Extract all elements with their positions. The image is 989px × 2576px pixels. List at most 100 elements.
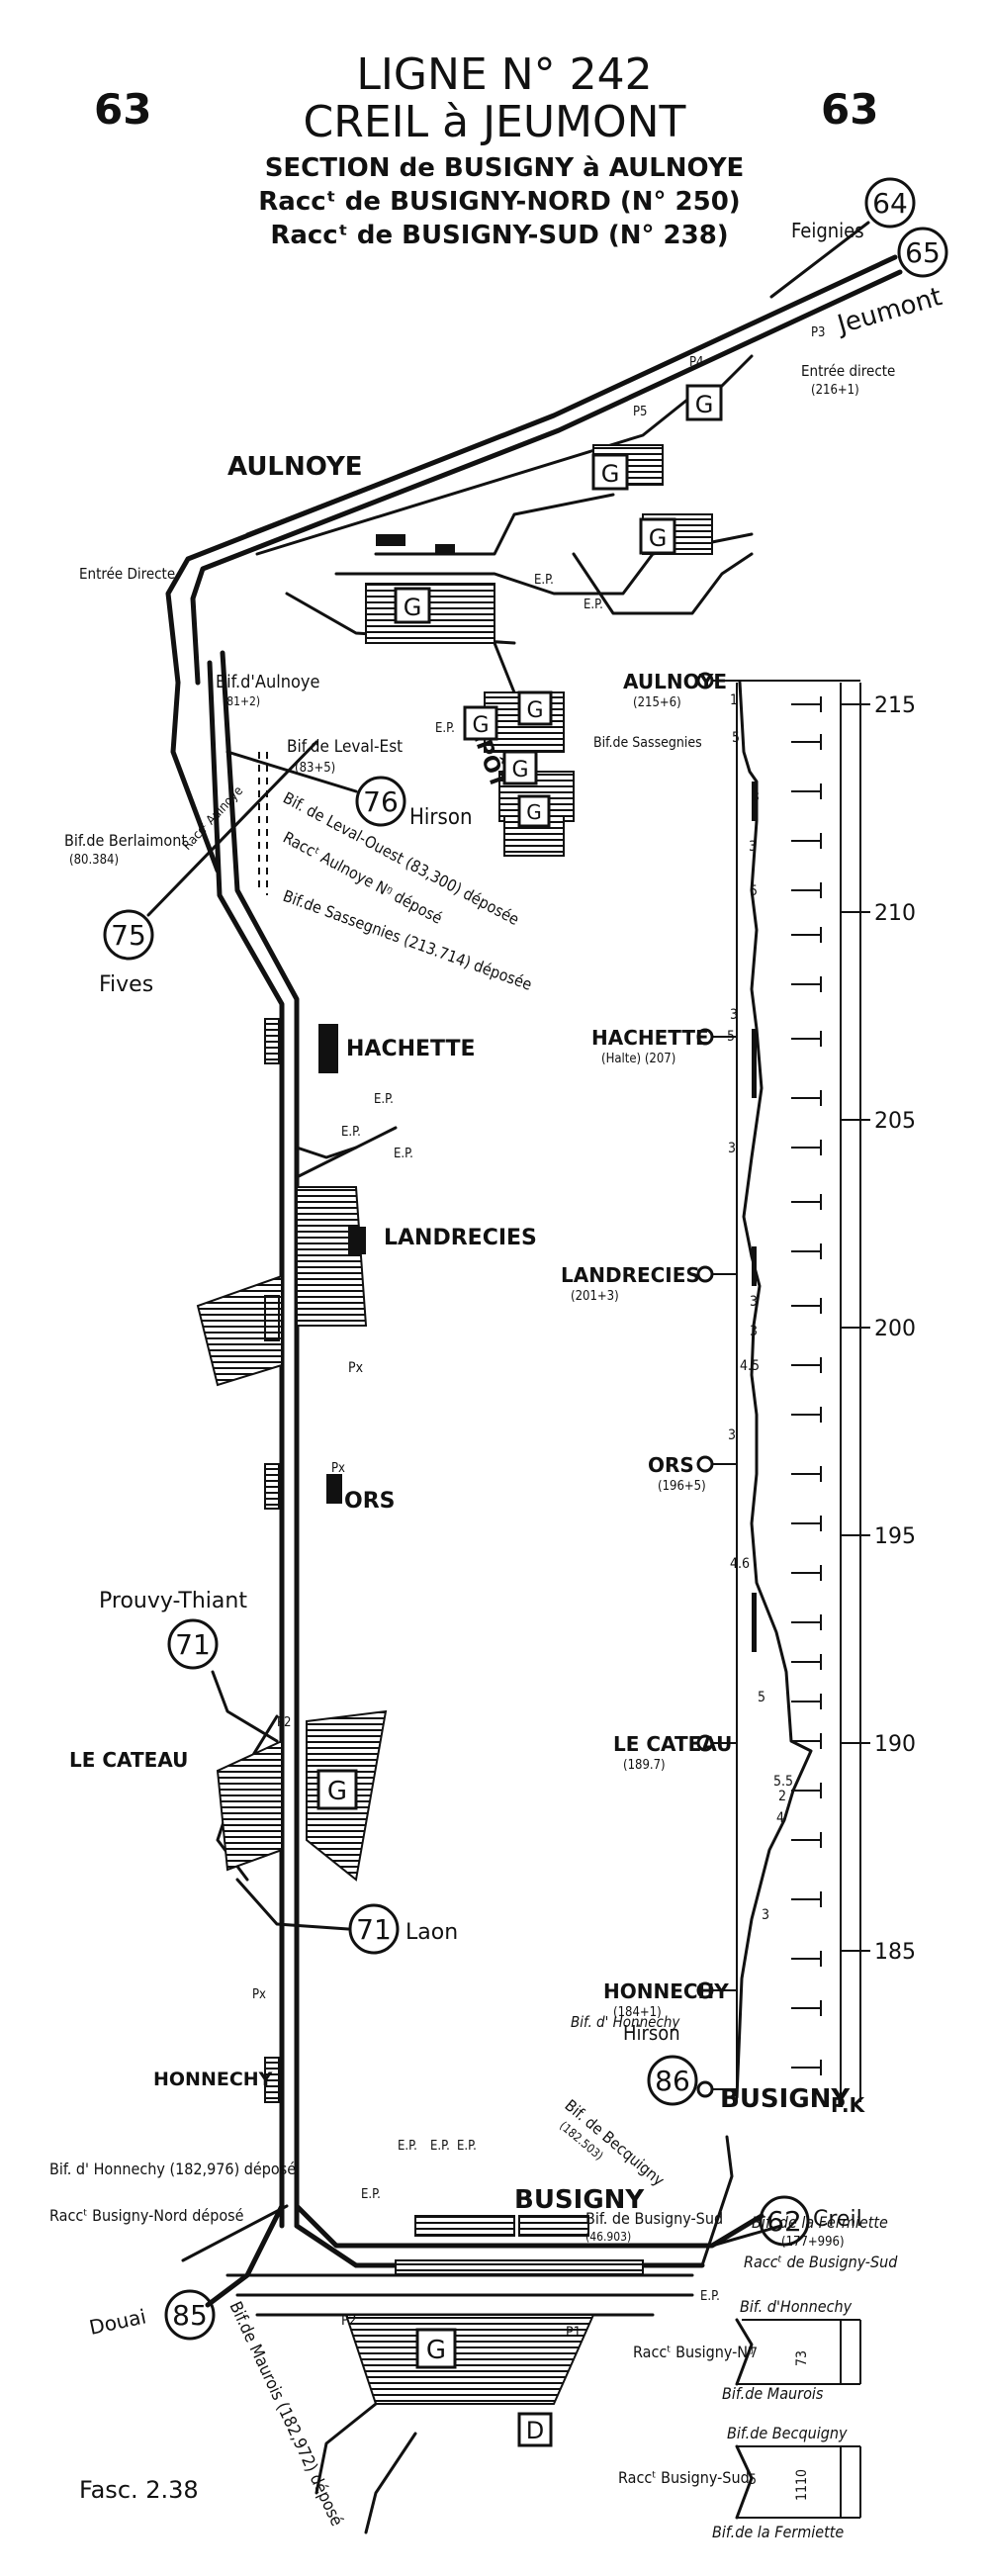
connection-number: 76 <box>363 785 399 818</box>
inset-value: 73 <box>794 2350 810 2366</box>
svg-text:D: D <box>526 2417 544 2444</box>
goods-yard-box: G <box>517 794 551 828</box>
inset-honnechy-maurois: Bif. d'Honnechy Raccᵗ Busigny-Nᵑ 7 73 Bi… <box>633 2297 861 2403</box>
profile-ticks <box>791 696 822 2075</box>
profile-stations: AULNOYE(215+6) HACHETTE (Halte) (207) LANDR… <box>561 670 851 2114</box>
station-pk: (Halte) (207) <box>601 1052 675 1066</box>
p2-label: P2 <box>341 2313 357 2329</box>
station-marker <box>696 2080 714 2098</box>
entree-directe-right-pk: (216+1) <box>811 383 859 398</box>
gradient-value: 3 <box>749 839 757 855</box>
goods-yard-box: G <box>463 705 498 741</box>
ep-label: E.P. <box>435 721 455 736</box>
ep-label: E.P. <box>361 2187 381 2202</box>
connection-hirson-76: 76 Hirson <box>355 776 473 830</box>
profile-bif-fermiette: Bif. de la Fermiette <box>752 2213 888 2232</box>
p1-label: P1 <box>566 2325 582 2341</box>
gradient-value: 4.5 <box>740 1358 760 1374</box>
px-label: Px <box>348 1360 364 1376</box>
connection-label: Hirson <box>409 805 473 830</box>
inset-becquigny-fermiette: Bif.de Becquigny Raccᵗ Busigny-Sud 5 111… <box>618 2424 861 2541</box>
bif-leval-est-pk: (83+5) <box>295 761 335 776</box>
inset-bottom-label: Bif.de la Fermiette <box>712 2523 844 2541</box>
station-name: AULNOYE <box>623 670 727 693</box>
station-name: HACHETTE <box>591 1026 709 1050</box>
gradient-profile <box>720 680 861 2102</box>
gradient-value: 5 <box>727 1029 735 1045</box>
profile-station: ORS(196+5) <box>648 1453 737 1494</box>
page-number-left: 63 <box>94 85 151 134</box>
svg-text:G: G <box>426 2336 446 2365</box>
inset-value: 1110 <box>794 2469 810 2501</box>
connection-label: Prouvy-Thiant <box>99 1589 247 1613</box>
inset-left-label: Raccᵗ Busigny-Sud <box>618 2468 750 2487</box>
goods-yard-box: G <box>502 750 538 785</box>
entree-directe-right: Entrée directe <box>801 362 895 380</box>
inset-bottom-label: Bif.de Maurois <box>722 2384 824 2403</box>
svg-text:G: G <box>511 758 528 782</box>
connection-hirson-86: 86 Hirson <box>623 2021 698 2106</box>
gradient-value: 3 <box>762 1907 769 1923</box>
bif-busigny-sud-label: Bif. de Busigny-Sud <box>585 2209 723 2228</box>
km-tick-label: 210 <box>874 901 916 926</box>
km-tick-label: 190 <box>874 1732 916 1757</box>
profile-station: BUSIGNY <box>696 2080 851 2114</box>
goods-yard-box: G <box>316 1769 358 1810</box>
inset-pk: 7 <box>750 2346 758 2361</box>
km-tick-label: 215 <box>874 693 916 718</box>
connection-number: 65 <box>905 236 941 269</box>
subtitle-section: SECTION de BUSIGNY à AULNOYE <box>265 153 745 183</box>
aulnoye-yard: AULNOYE Entrée Directe Entrée directe (2… <box>79 325 895 857</box>
svg-text:G: G <box>526 698 543 723</box>
gradient-value: 3 <box>750 1324 758 1339</box>
connection-number: 75 <box>111 919 146 952</box>
subtitle-racc-nord: Raccᵗ de BUSIGNY-NORD (N° 250) <box>258 187 740 217</box>
connection-number: 71 <box>175 1628 211 1661</box>
station-honnechy: HONNECHY <box>153 2069 273 2090</box>
station-ors: ORS <box>344 1489 396 1514</box>
profile-station: LE CATEAU(189.7) <box>613 1732 737 1773</box>
bif-leval-est-label: Bif.de Leval-Est <box>287 737 403 757</box>
connection-label: Douai <box>87 2304 148 2340</box>
bif-busigny-sud-pk: (46.903) <box>585 2230 631 2244</box>
gradient-value: 5 <box>758 1690 765 1705</box>
svg-text:G: G <box>695 391 714 418</box>
gradient-value: 3 <box>728 1141 736 1156</box>
station-name: LANDRECIES <box>561 1263 700 1287</box>
entree-directe-left: Entrée Directe <box>79 565 175 583</box>
ep-label: E.P. <box>374 1092 394 1107</box>
connection-label: Feignies <box>791 219 864 242</box>
px-label: Px <box>331 1461 345 1476</box>
profile-station: AULNOYE(215+6) <box>623 670 737 710</box>
connection-label: Jeumont <box>833 282 945 340</box>
goods-yard-box: G <box>517 690 553 726</box>
svg-text:G: G <box>649 524 668 552</box>
station-name: ORS <box>648 1453 694 1477</box>
schematic-stations: HACHETTE E.P. E.P. E.P. LANDRECIES Px Px… <box>69 1018 537 2103</box>
svg-text:G: G <box>472 713 489 738</box>
connection-number: 85 <box>172 2299 208 2332</box>
racc-busigny-nord-deposee-label: Raccᵗ Busigny-Nord déposé <box>49 2206 244 2225</box>
profile-bif-fermiette-pk: (177+996) <box>781 2235 845 2250</box>
connection-douai: 85 Douai <box>87 2289 216 2341</box>
gradient-value: 2 <box>778 1789 786 1804</box>
bif-honnechy-deposee-label: Bif. d' Honnechy (182,976) déposé <box>49 2160 296 2178</box>
svg-text:G: G <box>404 594 422 621</box>
km-tick-label: 185 <box>874 1940 916 1965</box>
profile-station: HACHETTE (Halte) (207) <box>591 1026 737 1066</box>
station-pk: (201+3) <box>571 1289 619 1304</box>
station-hachette: HACHETTE <box>346 1037 476 1061</box>
p2-label: P2 <box>277 1715 292 1730</box>
svg-text:G: G <box>601 460 620 488</box>
station-aulnoye-label: AULNOYE <box>227 452 363 482</box>
page-number-right: 63 <box>821 85 878 134</box>
connection-number: 86 <box>655 2065 690 2097</box>
gradient-value: 3 <box>752 789 760 805</box>
bif-berlaimont-pk: (80.384) <box>69 853 119 868</box>
ep-label: E.P. <box>584 598 603 612</box>
profile-bif-sassegnies: Bif.de Sassegnies <box>593 735 702 751</box>
ep-label: E.P. <box>430 2139 450 2154</box>
ep-label: E.P. <box>341 1125 361 1140</box>
